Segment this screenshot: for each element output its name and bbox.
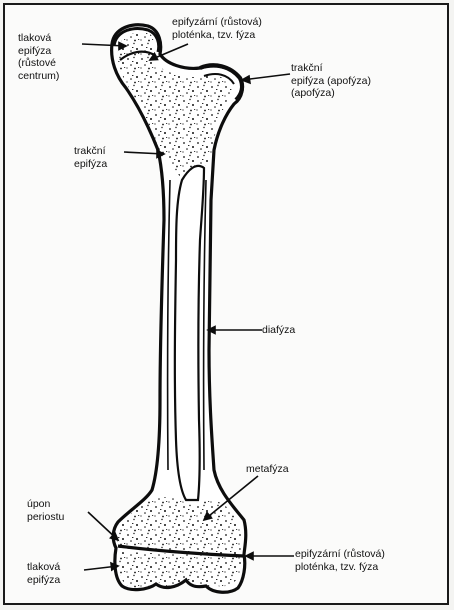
label-line: epifýza (apofýza) xyxy=(291,75,371,88)
label-diafyza: diafýza xyxy=(262,324,295,337)
label-line: metafýza xyxy=(246,463,289,476)
label-line: diafýza xyxy=(262,324,295,337)
label-line: ploténka, tzv. fýza xyxy=(172,29,262,42)
label-line: tlaková xyxy=(27,561,60,574)
label-metafyza: metafýza xyxy=(246,463,289,476)
label-line: úpon xyxy=(27,498,64,511)
label-growth-plate-bottom: epifyzární (růstová) ploténka, tzv. fýza xyxy=(295,548,385,573)
label-line: epifýza xyxy=(74,158,107,171)
label-line: tlaková xyxy=(18,32,59,45)
label-line: epifýza xyxy=(27,574,60,587)
label-line: trakční xyxy=(291,62,371,75)
label-line: epifyzární (růstová) xyxy=(295,548,385,561)
label-line: (apofýza) xyxy=(291,87,371,100)
label-line: centrum) xyxy=(18,70,59,83)
label-line: epifyzární (růstová) xyxy=(172,16,262,29)
label-trakcni-epifyza: trakční epifýza xyxy=(74,145,107,170)
distal-condyles xyxy=(119,552,241,588)
label-trakcni-apofyza: trakční epifýza (apofýza) (apofýza) xyxy=(291,62,371,100)
label-line: epifýza xyxy=(18,45,59,58)
label-line: trakční xyxy=(74,145,107,158)
label-line: (růstové xyxy=(18,57,59,70)
label-tlakova-epifyza-bottom: tlaková epifýza xyxy=(27,561,60,586)
label-line: ploténka, tzv. fýza xyxy=(295,561,385,574)
label-line: periostu xyxy=(27,511,64,524)
label-upon-periostu: úpon periostu xyxy=(27,498,64,523)
label-tlakova-epifyza-top: tlaková epifýza (růstové centrum) xyxy=(18,32,59,82)
label-growth-plate-top: epifyzární (růstová) ploténka, tzv. fýza xyxy=(172,16,262,41)
